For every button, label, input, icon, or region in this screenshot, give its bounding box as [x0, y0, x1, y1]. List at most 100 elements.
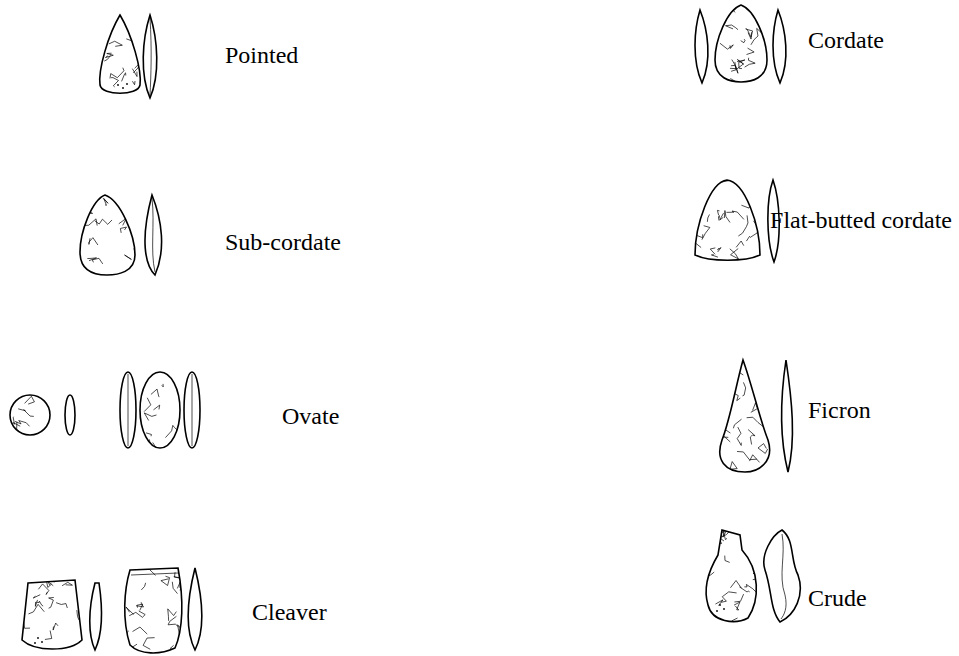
- flake-scar: [151, 389, 159, 397]
- flake-scar: [722, 429, 730, 437]
- flake-scar: [747, 48, 755, 54]
- profile-ridge: [781, 534, 786, 619]
- flake-scar: [719, 530, 731, 543]
- handaxe-face: [140, 372, 180, 448]
- flake-scar: [736, 241, 744, 247]
- flake-scar: [125, 255, 132, 260]
- flake-scar: [701, 611, 709, 618]
- flake-scar: [135, 51, 143, 60]
- flake-scar: [18, 409, 34, 417]
- flake-scar: [725, 556, 730, 563]
- flake-scar: [106, 645, 129, 656]
- flake-scar: [175, 366, 179, 373]
- flake-scar: [726, 25, 738, 30]
- flake-scar: [748, 32, 751, 39]
- type-label: Sub-cordate: [225, 228, 341, 256]
- flake-scar: [732, 618, 738, 629]
- flake-scar: [86, 273, 100, 295]
- flake-scar: [53, 623, 58, 630]
- handaxe-profile: [695, 10, 708, 83]
- type-label: Crude: [808, 584, 867, 612]
- flake-scar: [76, 211, 93, 218]
- flake-scar: [146, 433, 151, 436]
- flake-scar: [144, 413, 156, 421]
- flake-scar: [710, 248, 715, 254]
- flake-scar: [753, 572, 764, 580]
- flake-scar: [137, 604, 143, 610]
- handaxe-face: [125, 568, 182, 653]
- flake-scar: [94, 191, 100, 199]
- flake-scar: [25, 396, 35, 404]
- flake-scar: [56, 603, 67, 608]
- flake-scar: [168, 609, 177, 621]
- flake-scar: [752, 367, 758, 382]
- flake-scar: [35, 600, 37, 606]
- flake-scar: [15, 421, 30, 427]
- flake-scar: [109, 41, 123, 46]
- flake-scar: [149, 439, 156, 451]
- flake-scar: [730, 462, 737, 471]
- flake-scar: [24, 622, 30, 629]
- handaxe-profile: [90, 583, 102, 650]
- flake-scar-group: [72, 191, 140, 295]
- flake-scar: [133, 627, 148, 634]
- flake-scar: [77, 610, 79, 620]
- handaxe-profile: [145, 195, 162, 275]
- flake-scar: [769, 397, 774, 404]
- type-label: Pointed: [225, 41, 298, 69]
- flake-scar: [45, 631, 52, 640]
- flake-scar: [144, 398, 151, 412]
- flake-scar: [62, 582, 72, 585]
- flake-scar: [711, 255, 718, 257]
- flake-scar: [731, 385, 740, 400]
- flake-scar: [99, 33, 104, 38]
- flake-scar: [120, 227, 126, 233]
- flake-scar: [132, 69, 137, 77]
- flake-scar: [751, 406, 760, 412]
- flake-scar: [746, 227, 758, 241]
- handaxe-face: [715, 5, 767, 82]
- flake-scar: [707, 214, 709, 221]
- flake-scar: [749, 455, 759, 463]
- flake-scar: [168, 616, 179, 627]
- flake-scar: [126, 191, 136, 203]
- flake-scar: [124, 631, 137, 649]
- flake-scar: [737, 427, 741, 445]
- flake-scar: [748, 429, 755, 444]
- flake-scar: [721, 592, 736, 602]
- flake-scar: [716, 435, 730, 442]
- handaxe-face: [22, 580, 82, 649]
- handaxe-profile: [65, 395, 75, 435]
- flake-scar-group: [701, 530, 767, 629]
- handaxe-profile: [764, 530, 800, 622]
- flake-scar: [730, 581, 741, 589]
- flake-scar-group: [106, 567, 192, 656]
- flake-scar: [718, 248, 722, 252]
- flake-scar: [734, 594, 743, 602]
- flake-scar: [126, 607, 134, 614]
- flake-scar: [726, 211, 743, 219]
- flake-scar: [738, 215, 748, 236]
- flake-scar-group: [134, 366, 190, 451]
- flake-scar: [702, 226, 710, 240]
- flake-scar: [174, 572, 181, 578]
- flake-scar: [170, 645, 173, 648]
- flake-scar: [72, 209, 85, 218]
- flake-scar: [79, 641, 84, 652]
- handaxe-face: [100, 15, 141, 93]
- type-label: Ovate: [282, 402, 339, 430]
- flake-scar: [162, 384, 163, 387]
- flake-scar: [715, 600, 722, 606]
- flake-scar: [758, 444, 768, 454]
- flake-scar: [141, 583, 145, 590]
- flake-scar: [111, 78, 118, 87]
- flake-scar: [95, 219, 112, 224]
- flake-scar: [702, 572, 714, 579]
- flake-scar: [717, 210, 719, 215]
- profile-ridge: [152, 198, 155, 272]
- flake-scar: [28, 604, 44, 614]
- handaxe-face: [695, 180, 760, 260]
- flake-scar: [756, 564, 768, 579]
- flake-scar: [757, 78, 764, 84]
